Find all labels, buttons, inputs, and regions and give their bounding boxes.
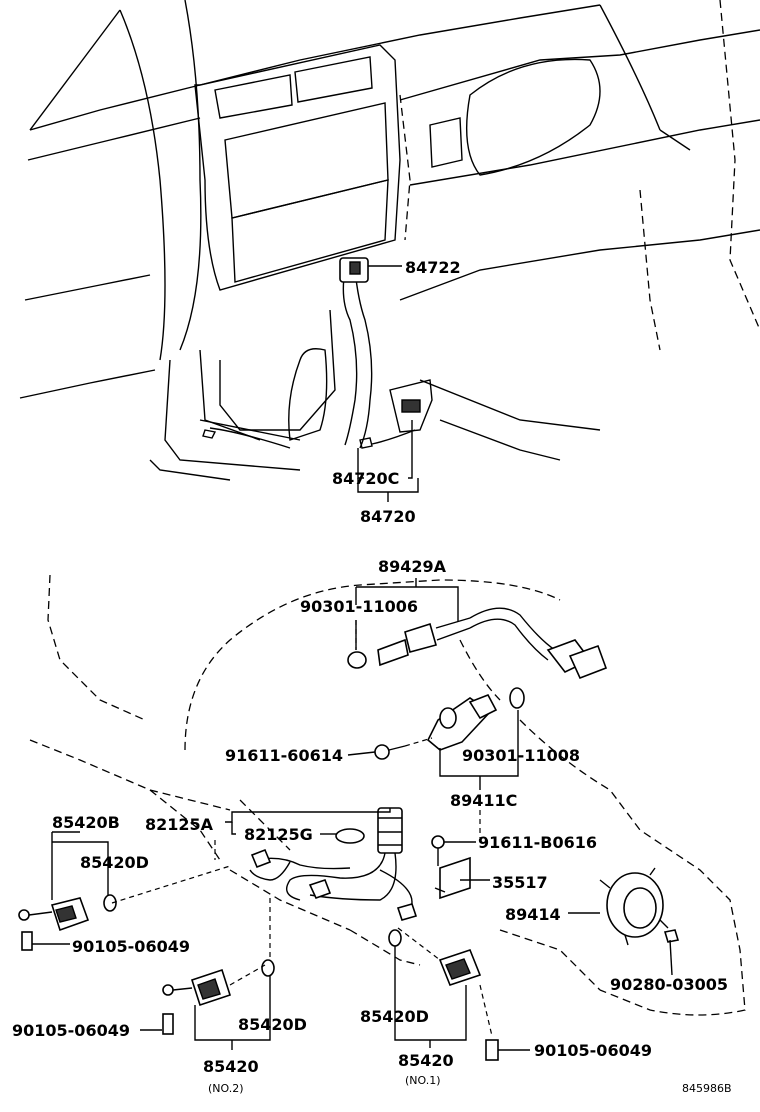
label-90280-03005: 90280-03005 bbox=[610, 975, 728, 994]
label-85420-no2: 85420 bbox=[203, 1057, 259, 1076]
label-no2: (NO.2) bbox=[208, 1082, 244, 1095]
clip-90280-03005 bbox=[663, 929, 680, 943]
label-82125G: 82125G bbox=[244, 825, 313, 844]
label-no1: (NO.1) bbox=[405, 1074, 441, 1087]
o-ring-85420D-left bbox=[103, 894, 117, 912]
part-number-labels: 84722 84720C 84720 89429A 90301-11006 91… bbox=[12, 258, 732, 1095]
bracket-35517 bbox=[431, 835, 471, 900]
sensor-rotor-89414 bbox=[599, 867, 680, 946]
label-84720C: 84720C bbox=[332, 469, 399, 488]
sensor-85420-no2 bbox=[162, 959, 275, 1035]
sensor-85420-no1 bbox=[388, 929, 499, 1061]
label-35517: 35517 bbox=[492, 873, 548, 892]
label-89429A: 89429A bbox=[378, 557, 447, 576]
bolt-90105-06049-a bbox=[21, 931, 33, 951]
leaders-bottom bbox=[32, 578, 673, 1051]
label-91611-B0616: 91611-B0616 bbox=[478, 833, 597, 852]
label-90105-06049-b: 90105-06049 bbox=[12, 1021, 130, 1040]
o-ring-85420D-right bbox=[388, 929, 402, 947]
label-89411C: 89411C bbox=[450, 791, 517, 810]
label-91611-60614: 91611-60614 bbox=[225, 746, 343, 765]
bolt-91611-60614 bbox=[374, 744, 390, 760]
harness-82125A bbox=[249, 807, 418, 921]
label-85420D-mid: 85420D bbox=[238, 1015, 307, 1034]
label-90105-06049-c: 90105-06049 bbox=[534, 1041, 652, 1060]
label-85420B: 85420B bbox=[52, 813, 120, 832]
sensor-85420B bbox=[18, 894, 117, 951]
bolt-90105-06049-b bbox=[162, 1013, 174, 1035]
label-89414: 89414 bbox=[505, 905, 561, 924]
bolt-90105-06049-c bbox=[485, 1039, 499, 1061]
shift-harness-84720 bbox=[339, 257, 433, 449]
o-ring-90301-11006 bbox=[347, 651, 367, 669]
label-85420D-right: 85420D bbox=[360, 1007, 429, 1026]
label-85420D-left: 85420D bbox=[80, 853, 149, 872]
label-90301-11008: 90301-11008 bbox=[462, 746, 580, 765]
o-ring-90301-11008 bbox=[509, 687, 525, 709]
switch-84720 bbox=[389, 379, 433, 433]
drawing-number: 845986B bbox=[682, 1082, 732, 1095]
dashboard-outline bbox=[19, 0, 760, 481]
label-85420-no1: 85420 bbox=[398, 1051, 454, 1070]
label-90105-06049-a: 90105-06049 bbox=[72, 937, 190, 956]
label-84722: 84722 bbox=[405, 258, 461, 277]
sensor-89429A bbox=[347, 607, 608, 680]
label-90301-11006: 90301-11006 bbox=[300, 597, 418, 616]
label-84720: 84720 bbox=[360, 507, 416, 526]
transmission-outline bbox=[29, 574, 746, 1016]
o-ring-85420D-mid bbox=[261, 959, 275, 977]
speed-sensor-89411C bbox=[374, 687, 525, 760]
label-82125A: 82125A bbox=[145, 815, 214, 834]
grommet-82125G bbox=[335, 828, 365, 844]
leaders-top bbox=[357, 265, 419, 502]
bolt-91611-B0616 bbox=[431, 835, 445, 849]
